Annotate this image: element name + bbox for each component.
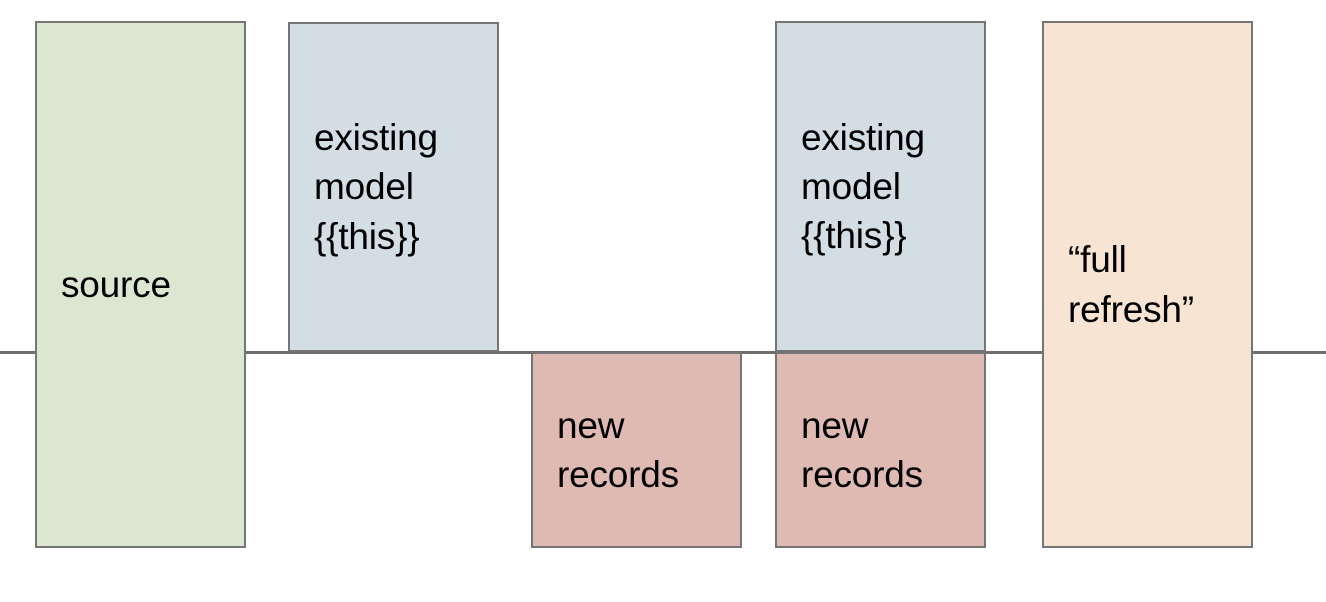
box-full-refresh[interactable]: “full refresh” [1042,21,1253,548]
box-existing-model-2-label-line-1: existing [801,116,925,158]
box-existing-model-2-label-line-2: model [801,165,901,207]
box-new-records-2[interactable]: new records [775,352,986,548]
box-new-records-1-label-line-1: new [557,404,625,446]
box-new-records-2-label-line-1: new [801,404,869,446]
box-new-records-1[interactable]: new records [531,352,742,548]
box-existing-model-1-label-line-2: model [314,166,414,208]
box-full-refresh-label-line-1: “full [1068,239,1127,281]
box-new-records-1-label-line-2: records [557,454,679,495]
box-source-label-line-1: source [61,263,171,305]
box-existing-model-2[interactable]: existing model {{this}} [775,21,986,352]
box-existing-model-2-label-line-3: {{this}} [801,215,907,257]
box-source[interactable]: source [35,21,246,548]
box-new-records-2-label-line-2: records [801,454,923,495]
box-existing-model-1-label-line-1: existing [314,117,438,159]
box-existing-model-1[interactable]: existing model {{this}} [288,22,499,352]
box-existing-model-1-label-line-3: {{this}} [314,215,420,257]
box-full-refresh-label-line-2: refresh” [1068,288,1194,330]
